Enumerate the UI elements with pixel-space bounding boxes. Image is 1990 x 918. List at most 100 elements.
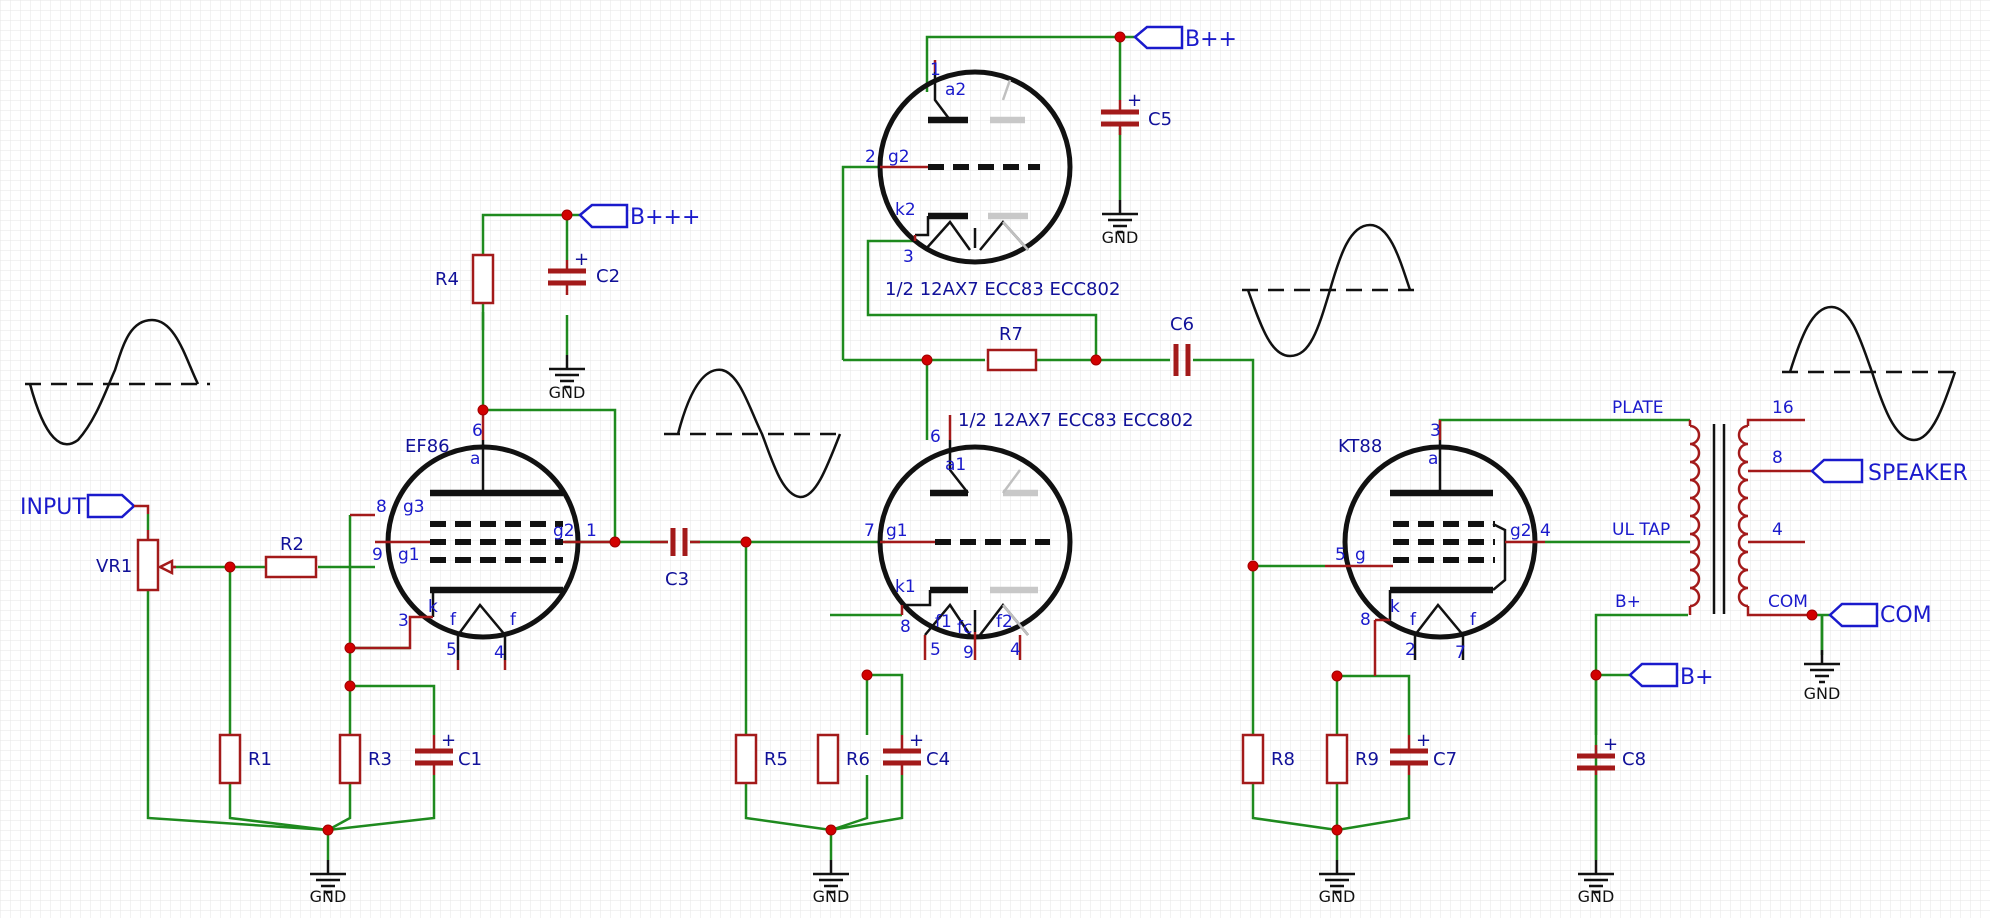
resistor-r4: R4 — [435, 253, 495, 305]
ref-r4: R4 — [435, 269, 459, 290]
ref-r9: R9 — [1355, 749, 1379, 770]
gnd-label: GND — [1102, 228, 1139, 247]
tube-type-lower: 1/2 12AX7 ECC83 ECC802 — [958, 410, 1193, 431]
electrode-k2: k2 — [895, 200, 916, 220]
tube-kt88: KT88 a g g2 k f f 3 5 4 8 2 7 — [1325, 420, 1551, 676]
electrode-k: k — [428, 597, 438, 617]
polarity-mark: + — [909, 730, 924, 751]
ref-c1: C1 — [458, 749, 482, 770]
junction-dot — [344, 642, 356, 654]
ref-r6: R6 — [846, 749, 870, 770]
net-label-input: INPUT — [20, 495, 86, 520]
pin-6: 6 — [930, 427, 941, 447]
electrode-fc: fc — [957, 618, 972, 638]
net-flag-bpp: B++ — [1133, 25, 1237, 52]
ref-c8: C8 — [1622, 749, 1646, 770]
ref-r3: R3 — [368, 749, 392, 770]
capacitor-c7: + C7 — [1390, 730, 1457, 775]
pin-1: 1 — [930, 60, 941, 80]
ref-c3: C3 — [665, 569, 689, 590]
pin-3: 3 — [398, 611, 409, 631]
junction-dot — [561, 209, 573, 221]
pin-3: 3 — [903, 247, 914, 267]
electrode-a: a — [1428, 449, 1438, 469]
pin-4: 4 — [1010, 640, 1021, 660]
junction-dot — [344, 680, 356, 692]
resistor-r2: R2 — [264, 534, 318, 579]
capacitor-c1: + C1 — [415, 730, 482, 775]
input-waveform — [28, 318, 200, 446]
gnd-label: GND — [1578, 887, 1615, 906]
gnd-label: GND — [813, 887, 850, 906]
net-label-com: COM — [1880, 603, 1932, 628]
ref-r2: R2 — [280, 534, 304, 555]
tube-name-ef86: EF86 — [405, 436, 450, 457]
signal-waveforms — [25, 223, 1962, 499]
electrode-a2: a2 — [945, 80, 966, 100]
gnd-label: GND — [1319, 887, 1356, 906]
polarity-mark: + — [1603, 734, 1618, 755]
net-label-bpp: B++ — [1185, 27, 1237, 52]
ref-c7: C7 — [1433, 749, 1457, 770]
ref-c4: C4 — [926, 749, 950, 770]
pin-3: 3 — [1430, 421, 1441, 441]
net-flag-speaker: SPEAKER — [1810, 458, 1968, 486]
gnd-label: GND — [1804, 684, 1841, 703]
junction-dot — [740, 536, 752, 548]
electrode-f1: f1 — [935, 612, 952, 632]
electrode-f: f — [1410, 610, 1417, 630]
label-bplus: B+ — [1615, 592, 1641, 612]
electrode-f: f — [450, 610, 457, 630]
pin-9: 9 — [963, 643, 974, 663]
electrode-g1: g1 — [886, 521, 908, 541]
electrode-g: g — [1355, 545, 1366, 565]
net-flag-bppp: B+++ — [578, 203, 700, 230]
pin-1: 1 — [586, 521, 597, 541]
label-plate: PLATE — [1612, 398, 1664, 418]
electrode-a: a — [470, 449, 480, 469]
resistor-r8: R8 — [1241, 733, 1295, 785]
wiring — [146, 35, 1830, 860]
electrode-g1: g1 — [398, 545, 420, 565]
polarity-mark: + — [441, 730, 456, 751]
electrode-f2: f2 — [996, 612, 1013, 632]
electrode-f: f — [510, 610, 517, 630]
pin-7: 7 — [1455, 643, 1466, 663]
gnd-label: GND — [310, 887, 347, 906]
ref-c6: C6 — [1170, 314, 1194, 335]
gnd-label: GND — [549, 383, 586, 402]
electrode-k: k — [1390, 597, 1400, 617]
capacitor-c4: + C4 — [883, 730, 950, 775]
pin-5: 5 — [446, 640, 457, 660]
pin-4: 4 — [494, 643, 505, 663]
potentiometer-vr1: VR1 — [96, 530, 176, 592]
output-transformer: PLATE UL TAP B+ 16 8 4 COM — [1612, 398, 1812, 617]
capacitor-c5: + C5 — [1101, 90, 1172, 135]
junction-dot — [1114, 31, 1126, 43]
capacitors: + C1 + C2 C3 + C4 + C5 C6 — [415, 90, 1646, 775]
junction-dot — [609, 536, 621, 548]
junction-dot — [861, 669, 873, 681]
electrode-f: f — [1470, 610, 1477, 630]
pin-5: 5 — [1335, 545, 1346, 565]
resistor-r7: R7 — [986, 324, 1038, 372]
electrode-g2: g2 — [888, 147, 910, 167]
electrode-a1: a1 — [945, 455, 966, 475]
capacitor-c3: C3 — [650, 528, 700, 590]
tube-12ax7-lower: 1/2 12AX7 ECC83 ECC802 a1 g1 k1 f1 fc f2… — [864, 410, 1193, 663]
capacitor-c6: C6 — [1170, 314, 1194, 376]
pin-7: 7 — [864, 521, 875, 541]
pin-9: 9 — [372, 545, 383, 565]
pin-2: 2 — [1405, 640, 1416, 660]
junction-dot — [322, 824, 334, 836]
label-ul-tap: UL TAP — [1612, 520, 1670, 540]
junction-dot — [477, 404, 489, 416]
junction-dot — [224, 561, 236, 573]
polarity-mark: + — [1416, 730, 1431, 751]
tube-name-kt88: KT88 — [1338, 436, 1382, 457]
junction-dot — [1331, 824, 1343, 836]
ref-vr1: VR1 — [96, 556, 132, 577]
pin-4: 4 — [1540, 521, 1551, 541]
